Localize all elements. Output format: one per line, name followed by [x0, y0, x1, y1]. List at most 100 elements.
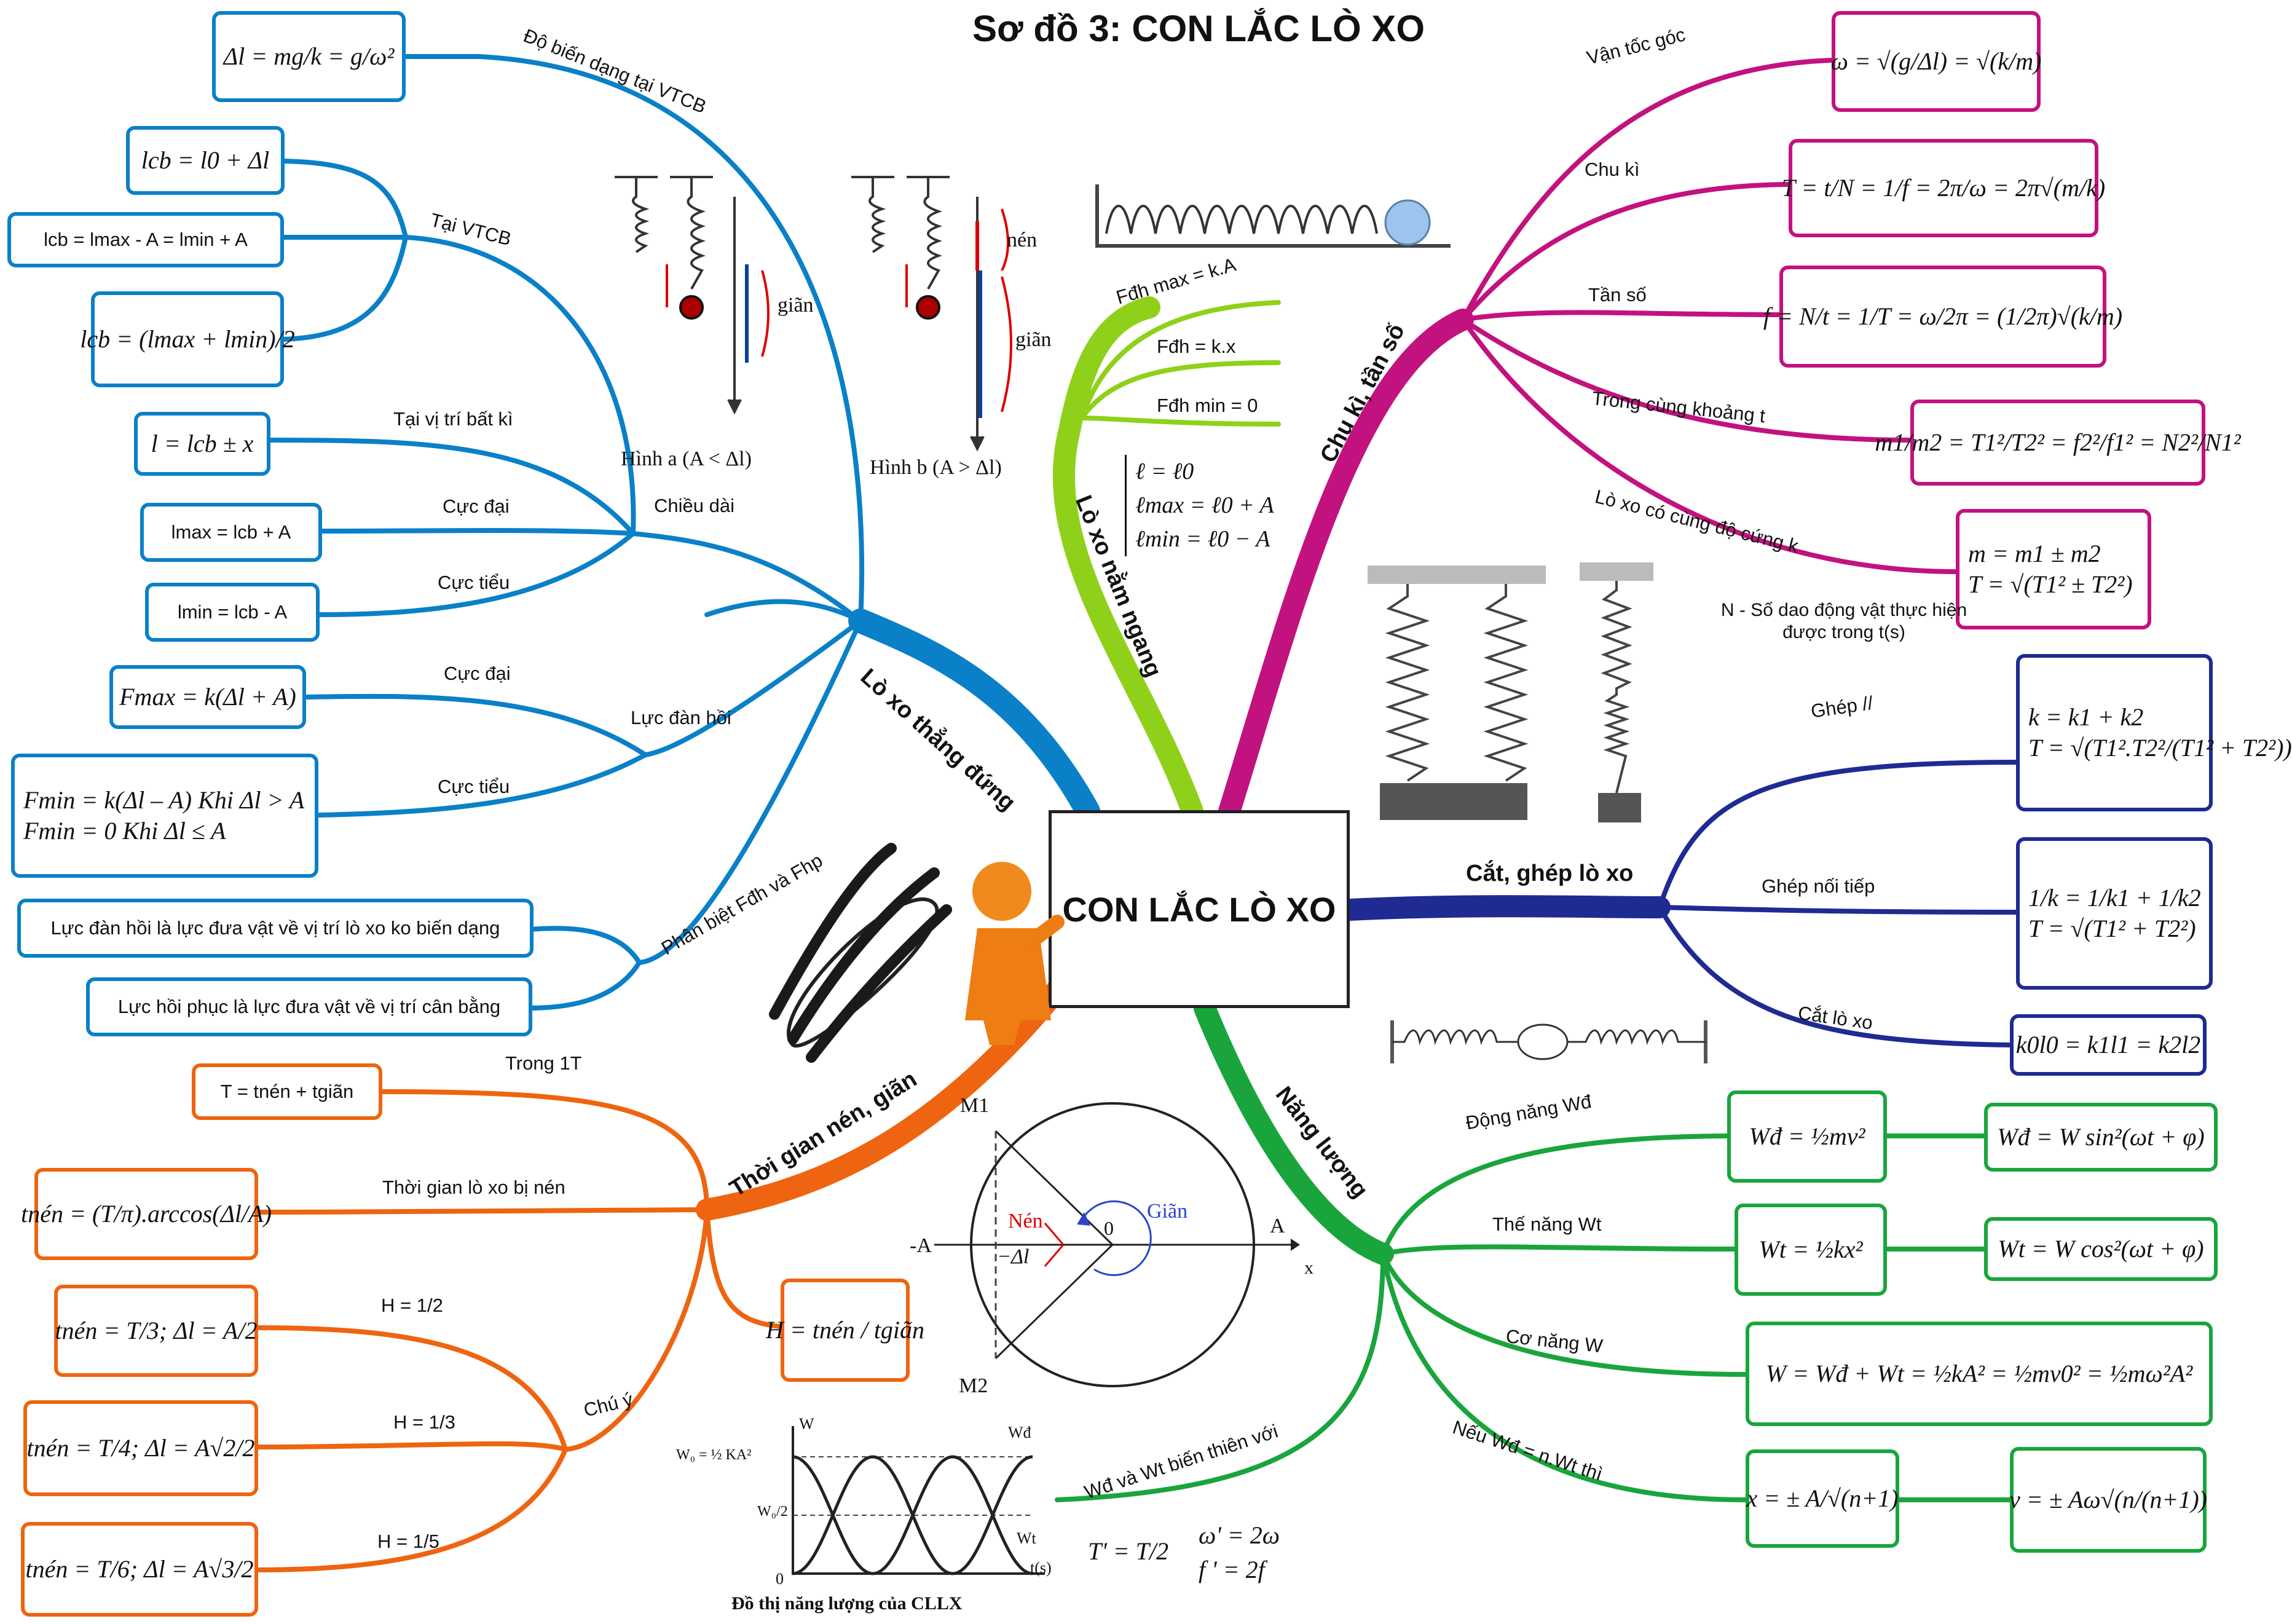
formula-vtcb-3: lcb = (lmax + lmin)/2 [80, 291, 295, 387]
graph-zero: 0 [776, 1570, 784, 1588]
graph-w: W [799, 1415, 814, 1433]
circle-minus-dl: −Δl [997, 1245, 1030, 1268]
formula-potential-1: Wt = ½kx² [1735, 1204, 1887, 1296]
circle-M1: M1 [960, 1094, 990, 1117]
formula-force-min-1: Fmin = k(Δl – A) Khi Δl > A [23, 786, 305, 814]
branch-energy-trunk [1194, 997, 1394, 1265]
graph-t: t(s) [1030, 1559, 1052, 1577]
circle-x: x [1304, 1258, 1313, 1278]
formula-same-t: m1/m2 = T1²/T2² = f2²/f1² = N2²/N1² [1875, 400, 2241, 486]
label-in-T: Trong 1T [505, 1052, 582, 1074]
label-force: Lực đàn hồi [631, 707, 731, 728]
mindmap-canvas: Sơ đồ 3: CON LẮC LÒ XO CON LẮC LÒ XO Lò … [7, 8, 2292, 1617]
formula-deform: Δl = mg/k = g/ω² [212, 11, 406, 102]
formula-h5: tnén = T/6; Δl = A√3/2 [21, 1522, 258, 1617]
spring-combination-figures [1368, 562, 1707, 1063]
formula-force-min-2: Fmin = 0 Khi Δl ≤ A [23, 817, 226, 845]
graph-wd: Wđ [1008, 1424, 1031, 1441]
label-T: Chu kì [1585, 159, 1640, 180]
formula-series: 1/k = 1/k1 + 1/k2 T = √(T1² + T2²) [2016, 837, 2213, 990]
circle-minus-A: -A [910, 1234, 932, 1257]
label-len-min: Cực tiểu [438, 572, 510, 593]
note-elastic-force: Lực đàn hồi là lực đưa vật về vị trí lò … [17, 899, 534, 958]
horiz-l0: ℓ = ℓ0 [1135, 459, 1194, 484]
fig-a-stretch: giãn [778, 294, 814, 317]
formula-anypos: l = lcb ± x [134, 412, 270, 476]
center-topic: CON LẮC LÒ XO [1049, 810, 1350, 1008]
formula-f: f = N/t = 1/T = ω/2π = (1/2π)√(k/m) [1763, 266, 2122, 368]
formula-T: T = t/N = 1/f = 2π/ω = 2π√(m/k) [1782, 139, 2105, 237]
formula-cut: k0l0 = k1l1 = k2l2 [2010, 1014, 2207, 1076]
formula-same-k-1: m = m1 ± m2 [1968, 540, 2101, 567]
graph-wt: Wt [1017, 1529, 1036, 1547]
branch-horizontal-trunk [1053, 296, 1203, 822]
formula-kinetic-2: Wđ = W sin²(ωt + φ) [1984, 1103, 2218, 1172]
branch-title-combine: Cắt, ghép lò xo [1466, 861, 1634, 886]
label-h5: H = 1/5 [377, 1531, 439, 1552]
formula-force-max: Fmax = k(Δl + A) [109, 665, 306, 729]
fig-b-caption: Hình b (A > Δl) [870, 456, 1002, 479]
vary-f: f ' = 2f [1199, 1556, 1265, 1583]
formula-potential-2: Wt = W cos²(ωt + φ) [1984, 1217, 2218, 1281]
label-f: Tần số [1588, 284, 1647, 305]
formula-ratio-v: v = ± Aω√(n/(n+1)) [2009, 1447, 2207, 1553]
energy-graph [792, 1426, 1045, 1575]
horizontal-spring-icon [1095, 184, 1451, 248]
formula-parallel-2: T = √(T1².T2²/(T1² + T2²)) [2028, 734, 2292, 762]
spring-figures-vertical [615, 176, 1012, 452]
formula-series-2: T = √(T1² + T2²) [2028, 915, 2196, 942]
formula-same-k-2: T = √(T1² ± T2²) [1968, 570, 2133, 598]
branch-combine-trunk [1339, 895, 1671, 921]
vary-omega: ω' = 2ω [1199, 1521, 1280, 1549]
phase-circle [934, 1102, 1300, 1387]
formula-comp: tnén = (T/π).arccos(Δl/A) [21, 1168, 272, 1260]
note-restoring-force: Lực hồi phục là lực đưa vật về vị trí câ… [86, 977, 532, 1036]
formula-mechanical: W = Wđ + Wt = ½kA² = ½mv0² = ½mω²A² [1746, 1322, 2213, 1426]
formula-parallel: k = k1 + k2 T = √(T1².T2²/(T1² + T2²)) [2016, 654, 2292, 811]
formula-h3: tnén = T/4; Δl = A√2/2 [23, 1400, 258, 1496]
formula-in-T: T = tnén + tgiãn [192, 1063, 382, 1120]
formula-ratio-x: x = ± A/√(n+1) [1746, 1449, 1899, 1548]
formula-H: H = tnén / tgiãn [766, 1279, 924, 1382]
branch-vertical-trunk [848, 609, 1100, 824]
label-series: Ghép nối tiếp [1762, 875, 1875, 897]
horiz-lmax: ℓmax = ℓ0 + A [1135, 492, 1274, 519]
fig-b-stretch: giãn [1015, 328, 1052, 351]
formula-series-1: 1/k = 1/k1 + 1/k2 [2028, 884, 2201, 912]
fig-b-compress: nén [1007, 229, 1038, 251]
label-force-min: Cực tiểu [438, 776, 510, 797]
circle-stretch: Giãn [1147, 1200, 1188, 1223]
formula-vtcb-1: lcb = l0 + Δl [126, 126, 285, 195]
page-title: Sơ đồ 3: CON LẮC LÒ XO [972, 8, 1425, 49]
formula-parallel-1: k = k1 + k2 [2028, 703, 2144, 731]
circle-compress: Nén [1008, 1210, 1043, 1232]
formula-same-k: m = m1 ± m2 T = √(T1² ± T2²) [1956, 509, 2151, 629]
formula-force-min: Fmin = k(Δl – A) Khi Δl > A Fmin = 0 Khi… [11, 754, 318, 878]
label-h2: H = 1/2 [381, 1295, 443, 1316]
horiz-fmin: Fđh min = 0 [1157, 395, 1258, 416]
label-len-max: Cực đại [443, 495, 510, 517]
center-topic-text: CON LẮC LÒ XO [1062, 889, 1336, 929]
vary-T: T' = T/2 [1088, 1537, 1169, 1565]
circle-M2: M2 [959, 1374, 988, 1397]
circle-A: A [1270, 1215, 1285, 1237]
label-anypos: Tại vị trí bất kì [393, 408, 513, 430]
fig-a-caption: Hình a (A < Δl) [621, 447, 752, 470]
horiz-length-system: ℓ = ℓ0 ℓmax = ℓ0 + A ℓmin = ℓ0 − A [1125, 455, 1274, 557]
branch-time-trunk [696, 979, 1068, 1221]
horiz-lmin: ℓmin = ℓ0 − A [1135, 526, 1270, 553]
formula-omega: ω = √(g/Δl) = √(k/m) [1831, 11, 2041, 112]
formula-h2: tnén = T/3; Δl = A/2 [54, 1285, 258, 1377]
label-length: Chiều dài [654, 495, 734, 516]
circle-zero: 0 [1104, 1217, 1114, 1239]
label-potential: Thế năng Wt [1492, 1213, 1602, 1235]
note-N: N - Số dao động vật thực hiện được trong… [1720, 600, 1967, 642]
graph-w0: W₀ = ½ KA² [676, 1447, 752, 1463]
label-force-max: Cực đại [444, 663, 511, 684]
formula-len-max: lmax = lcb + A [140, 503, 322, 562]
branch-lines [256, 54, 2018, 1572]
horiz-f: Fđh = k.x [1157, 336, 1236, 357]
label-comp: Thời gian lò xo bị nén [382, 1177, 565, 1198]
formula-kinetic-1: Wđ = ½mv² [1727, 1090, 1887, 1183]
graph-w0-half: W₀/2 [757, 1504, 788, 1520]
